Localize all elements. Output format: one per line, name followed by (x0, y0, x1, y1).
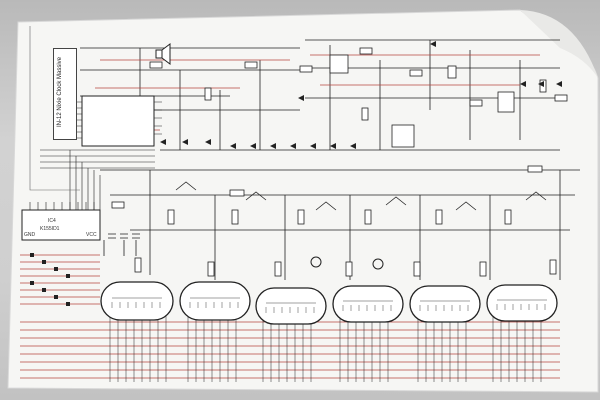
nixie-tubes (100, 281, 558, 325)
capacitor-bank (103, 233, 140, 256)
nixie-tube-internals (111, 297, 547, 313)
schematic-title: IN-12 Nixie Clock Massive (57, 56, 63, 127)
ic-chip-label: K155ID1 (40, 226, 60, 232)
microcontroller-ic (81, 95, 155, 147)
nixie-tube-4 (332, 285, 404, 323)
ic-name: IC4 (48, 218, 56, 224)
speaker-symbol (155, 43, 171, 65)
sheet-frame (29, 26, 80, 191)
schematic-title-block: IN-12 Nixie Clock Massive (53, 48, 77, 140)
diode-matrix-wires (20, 254, 100, 305)
nixie-tube-6 (486, 284, 558, 322)
driver-circuit (100, 169, 580, 280)
diode-matrix (30, 253, 70, 306)
led-row (160, 41, 562, 149)
upper-red-wires (90, 54, 540, 131)
ic-vcc-pin: VCC (86, 232, 97, 238)
nixie-tube-1 (100, 281, 174, 321)
ic-gnd-pin: GND (24, 232, 36, 238)
nixie-tube-5 (409, 285, 481, 323)
tube-pin-lines (109, 300, 542, 382)
nixie-tube-2 (179, 281, 251, 321)
driver-ic (21, 209, 101, 241)
driver-resistors (111, 165, 557, 277)
mcu-pins (74, 101, 162, 139)
driver-ic-pins (29, 202, 95, 210)
nixie-tube-3 (255, 287, 327, 325)
left-bus (40, 149, 155, 210)
neon-bulbs (310, 256, 384, 270)
